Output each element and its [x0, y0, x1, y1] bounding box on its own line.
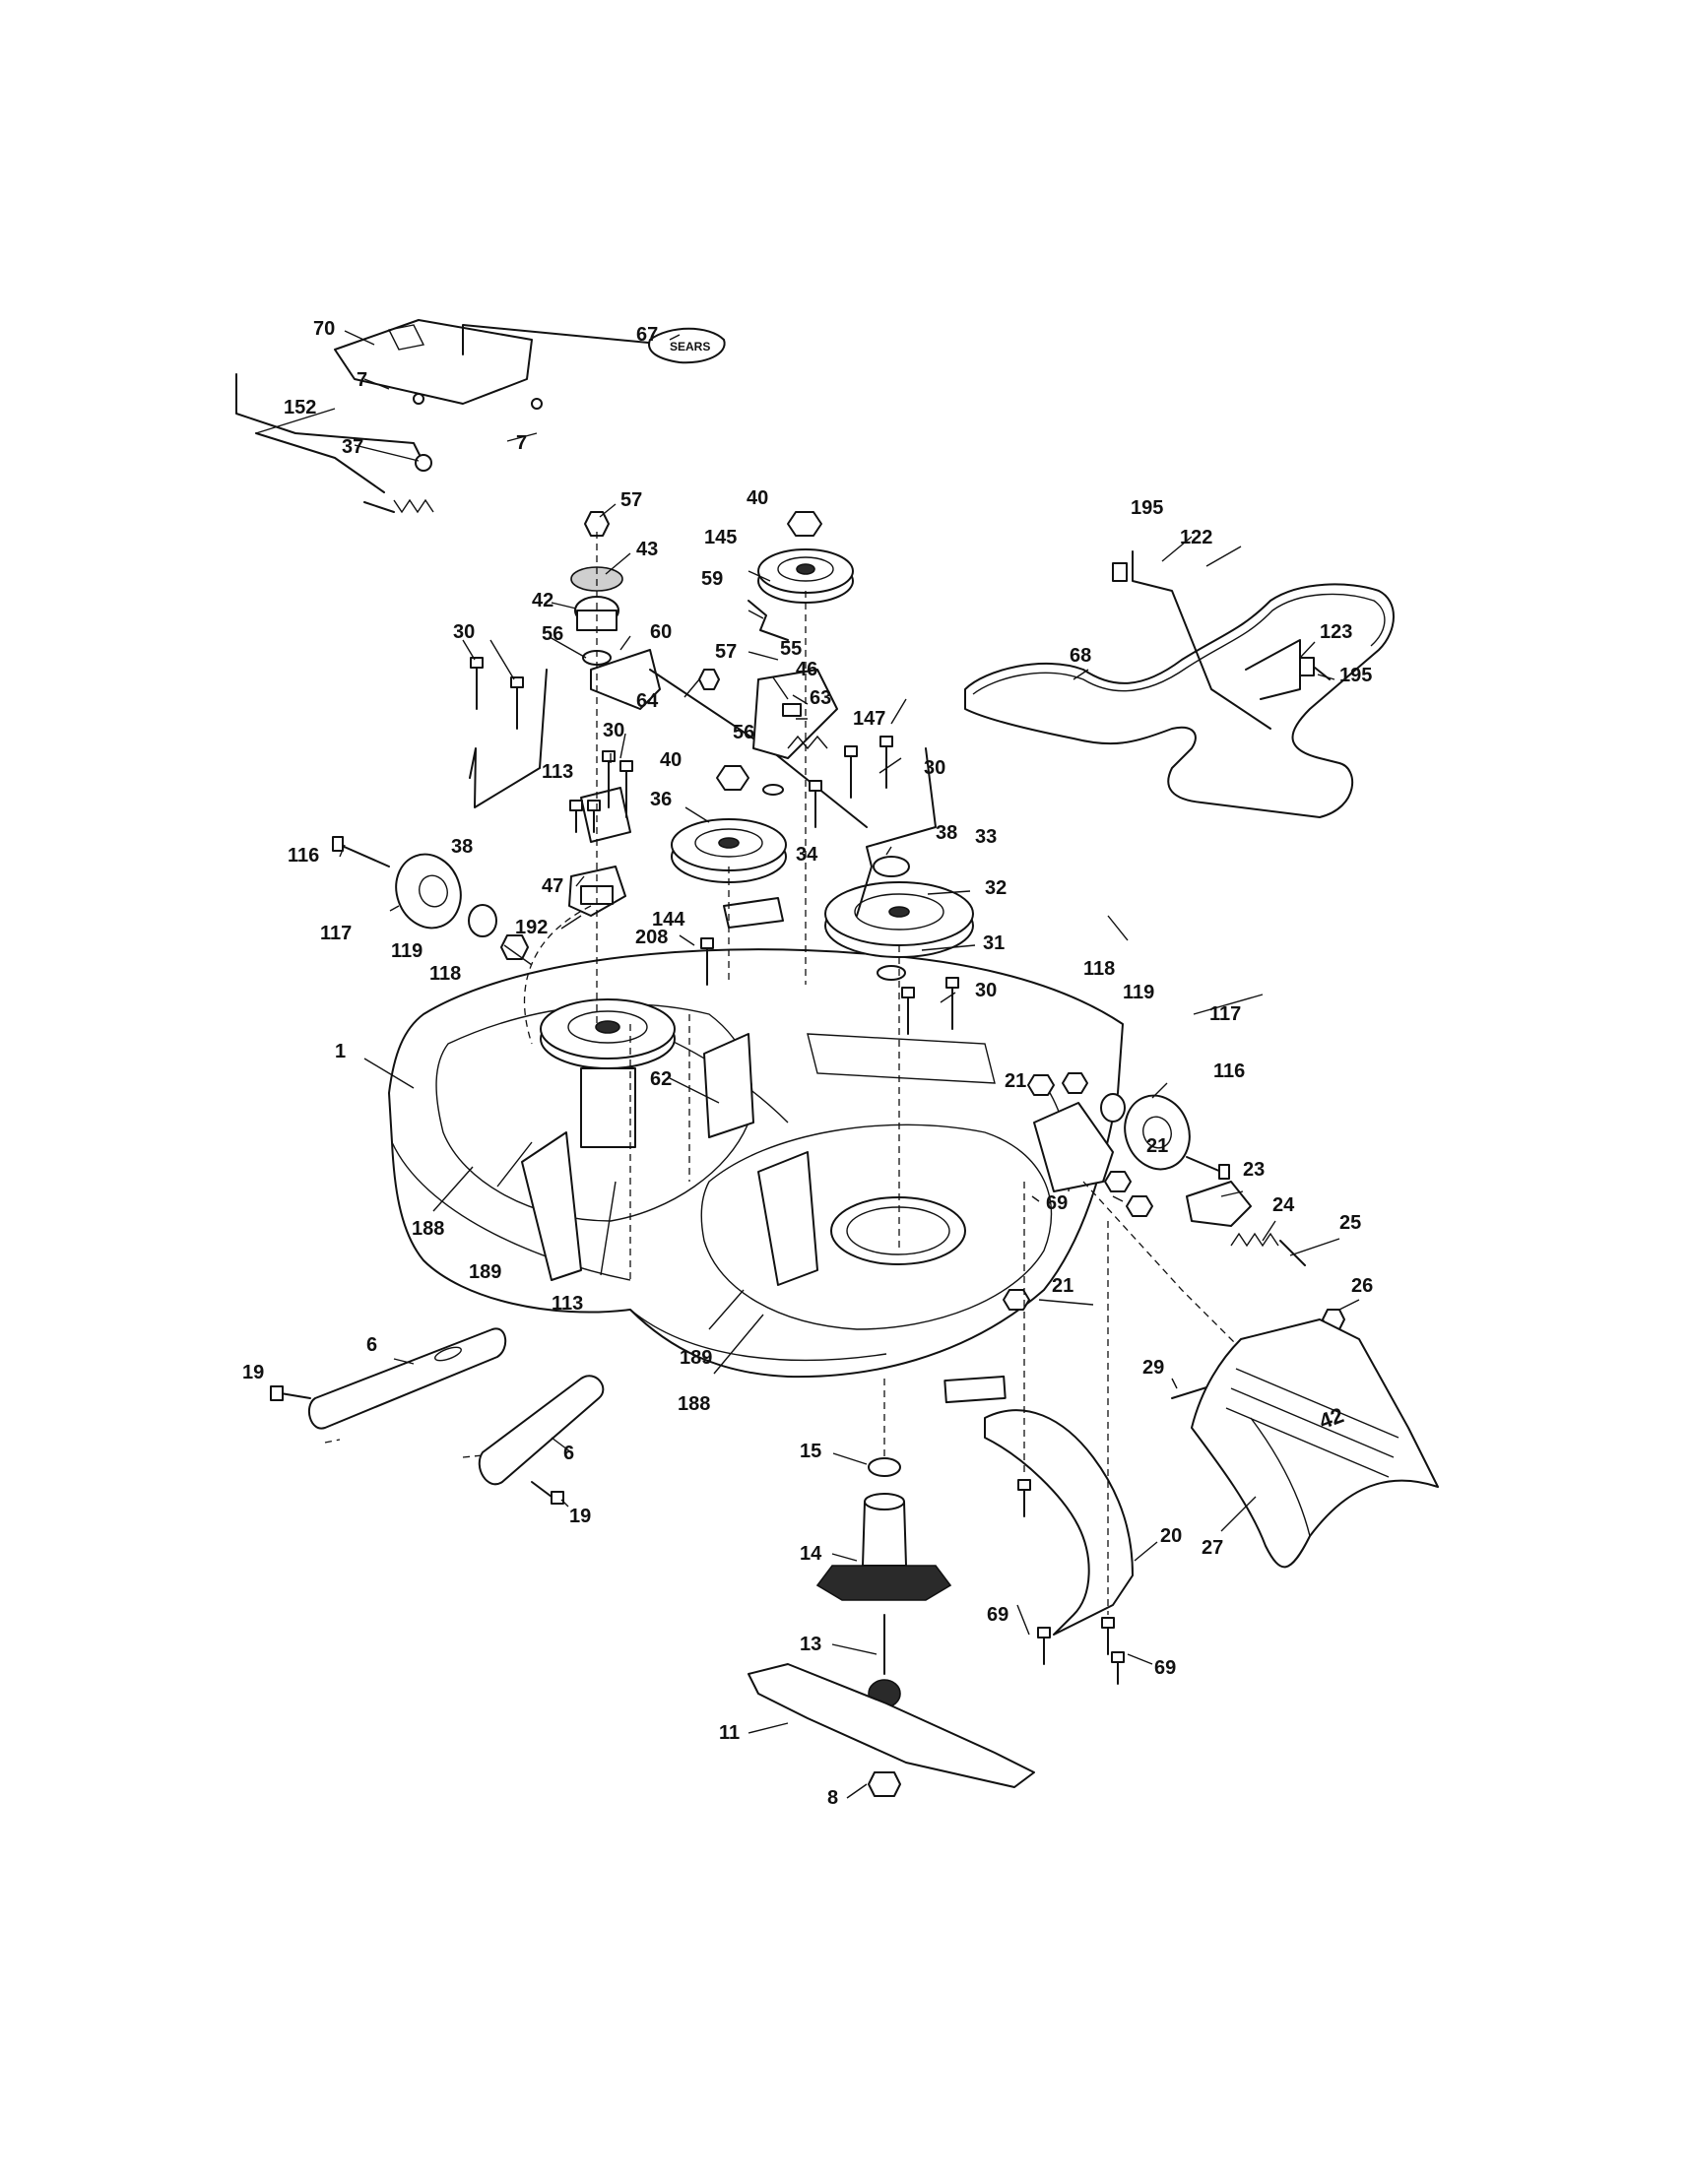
callout-30: 30	[924, 757, 945, 779]
callout-30: 30	[975, 980, 997, 1001]
callout-38: 38	[936, 822, 957, 844]
callout-37: 37	[342, 436, 363, 458]
callout-19: 19	[569, 1506, 591, 1527]
idler-pulley-assembly	[748, 511, 854, 759]
gauge-wheel-right	[1062, 1072, 1230, 1180]
callout-42: 42	[532, 590, 553, 611]
callout-46: 46	[796, 659, 817, 680]
callout-27: 27	[1202, 1537, 1223, 1559]
callout-8: 8	[827, 1787, 838, 1809]
callout-147: 147	[853, 708, 885, 730]
callout-195: 195	[1131, 497, 1163, 519]
callout-208: 208	[635, 927, 668, 948]
callout-11: 11	[719, 1722, 740, 1744]
callout-6: 6	[563, 1443, 574, 1464]
leader-lines	[255, 330, 1360, 1799]
callout-30: 30	[603, 720, 624, 741]
callout-33: 33	[975, 826, 997, 848]
lift-arm-assembly: SEARS	[235, 319, 726, 514]
callout-24: 24	[1272, 1194, 1295, 1216]
callout-20: 20	[1160, 1525, 1182, 1547]
callout-119: 119	[1123, 982, 1154, 1003]
deck-pulley-left	[540, 998, 676, 1148]
hanger-links	[270, 1327, 605, 1505]
callout-189: 189	[680, 1347, 712, 1369]
callout-19: 19	[242, 1362, 264, 1383]
callout-60: 60	[650, 621, 672, 643]
callout-189: 189	[469, 1261, 501, 1283]
callout-34: 34	[796, 844, 818, 866]
gauge-wheel-left	[332, 836, 626, 960]
callout-188: 188	[678, 1393, 710, 1415]
callout-29: 29	[1142, 1357, 1164, 1379]
bolts	[470, 657, 959, 1035]
lift-links	[469, 669, 937, 917]
callout-70: 70	[313, 318, 335, 340]
deflector-bracket	[984, 1409, 1134, 1685]
callout-57: 57	[620, 489, 642, 511]
callout-68: 68	[1070, 645, 1091, 667]
callout-57: 57	[715, 641, 737, 663]
callout-122: 122	[1180, 527, 1212, 548]
callout-43: 43	[636, 539, 658, 560]
callout-25: 25	[1339, 1212, 1361, 1234]
callout-7: 7	[357, 369, 367, 391]
spindle-and-blade	[748, 1457, 1035, 1797]
callout-144: 144	[652, 909, 685, 931]
assembly-lines	[324, 532, 1109, 1615]
callout-113: 113	[542, 761, 573, 783]
callout-7: 7	[516, 432, 527, 454]
callout-47: 47	[542, 875, 563, 897]
callout-40: 40	[747, 487, 768, 509]
callout-117: 117	[320, 923, 352, 944]
callout-6: 6	[366, 1334, 377, 1356]
callout-38: 38	[451, 836, 473, 858]
callout-31: 31	[983, 932, 1005, 954]
callout-63: 63	[810, 687, 831, 709]
callout-118: 118	[429, 963, 461, 985]
callout-62: 62	[650, 1068, 672, 1090]
callout-119: 119	[391, 940, 423, 962]
callout-15: 15	[800, 1441, 821, 1462]
callout-21: 21	[1146, 1135, 1168, 1157]
callout-64: 64	[636, 690, 659, 712]
callout-30: 30	[453, 621, 475, 643]
callout-36: 36	[650, 789, 672, 810]
callout-14: 14	[800, 1543, 822, 1565]
callout-55: 55	[780, 638, 802, 660]
callout-195: 195	[1339, 665, 1372, 686]
callout-32: 32	[985, 877, 1007, 899]
callout-152: 152	[284, 397, 316, 418]
callout-145: 145	[704, 527, 737, 548]
callout-numbers: 70 67 7 152 37 7 57 43 42 56 60 40 145 5…	[242, 318, 1373, 1809]
callout-1: 1	[335, 1041, 346, 1062]
callout-118: 118	[1083, 958, 1115, 980]
callout-26: 26	[1351, 1275, 1373, 1297]
callout-13: 13	[800, 1634, 821, 1655]
callout-69: 69	[987, 1604, 1008, 1626]
callout-23: 23	[1243, 1159, 1265, 1181]
callout-192: 192	[515, 917, 548, 938]
discharge-chute: 42	[1191, 1318, 1439, 1569]
callout-116: 116	[1213, 1060, 1245, 1082]
callout-21: 21	[1005, 1070, 1026, 1092]
callout-40: 40	[660, 749, 682, 771]
callout-69: 69	[1154, 1657, 1176, 1679]
drive-belt	[964, 550, 1395, 818]
callout-69: 69	[1046, 1192, 1068, 1214]
callout-21: 21	[1052, 1275, 1073, 1297]
callout-116: 116	[288, 845, 319, 867]
callout-113: 113	[552, 1293, 583, 1315]
callout-56: 56	[542, 623, 563, 645]
callout-123: 123	[1320, 621, 1352, 643]
svg-text:SEARS: SEARS	[670, 340, 710, 353]
callout-59: 59	[701, 568, 723, 590]
callout-67: 67	[636, 324, 658, 346]
callout-56: 56	[733, 722, 754, 743]
center-pulley	[671, 765, 787, 929]
callout-117: 117	[1209, 1003, 1241, 1025]
callout-188: 188	[412, 1218, 444, 1240]
